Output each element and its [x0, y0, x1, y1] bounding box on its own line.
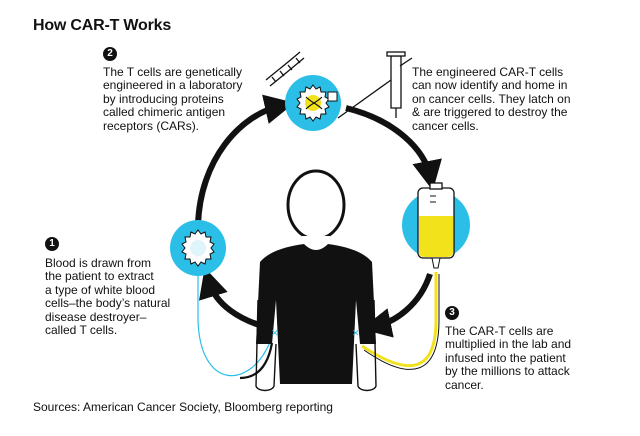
cancer-attack-callout: The engineered CAR-T cells can now ident… — [412, 65, 571, 133]
step-1-text: Blood is drawn from the patient to extra… — [45, 256, 171, 338]
arrow-step3-to-patient — [361, 273, 433, 338]
patient-silhouette-icon: ✕ ✕ — [255, 169, 377, 392]
arrow-step1-to-step2 — [195, 94, 295, 226]
blood-draw-tube — [197, 266, 271, 377]
step-2-text: The T cells are genetically engineered i… — [103, 65, 243, 133]
white-blood-cell-icon — [170, 220, 226, 276]
step-1-number: 1 — [45, 237, 59, 251]
step-2-number: 2 — [103, 47, 117, 61]
cycle-arrows — [195, 94, 442, 338]
source-note: Sources: American Cancer Society, Bloomb… — [33, 400, 333, 414]
diagram-title: How CAR-T Works — [33, 17, 172, 34]
svg-text:✕: ✕ — [271, 329, 279, 339]
blood-draw-tube-shadow — [239, 342, 274, 380]
arrow-step2-to-step3 — [345, 105, 442, 191]
svg-text:✕: ✕ — [352, 329, 360, 339]
step-3-text: The CAR-T cells are multiplied in the la… — [445, 324, 572, 392]
engineered-cell-icon — [285, 75, 341, 131]
dna-icon — [265, 51, 305, 87]
syringe-icon — [337, 51, 413, 119]
infusion-tube-outline — [363, 274, 440, 370]
infusion-tube — [361, 272, 438, 368]
step-3-number: 3 — [445, 306, 459, 320]
iv-bag-icon — [402, 182, 470, 269]
